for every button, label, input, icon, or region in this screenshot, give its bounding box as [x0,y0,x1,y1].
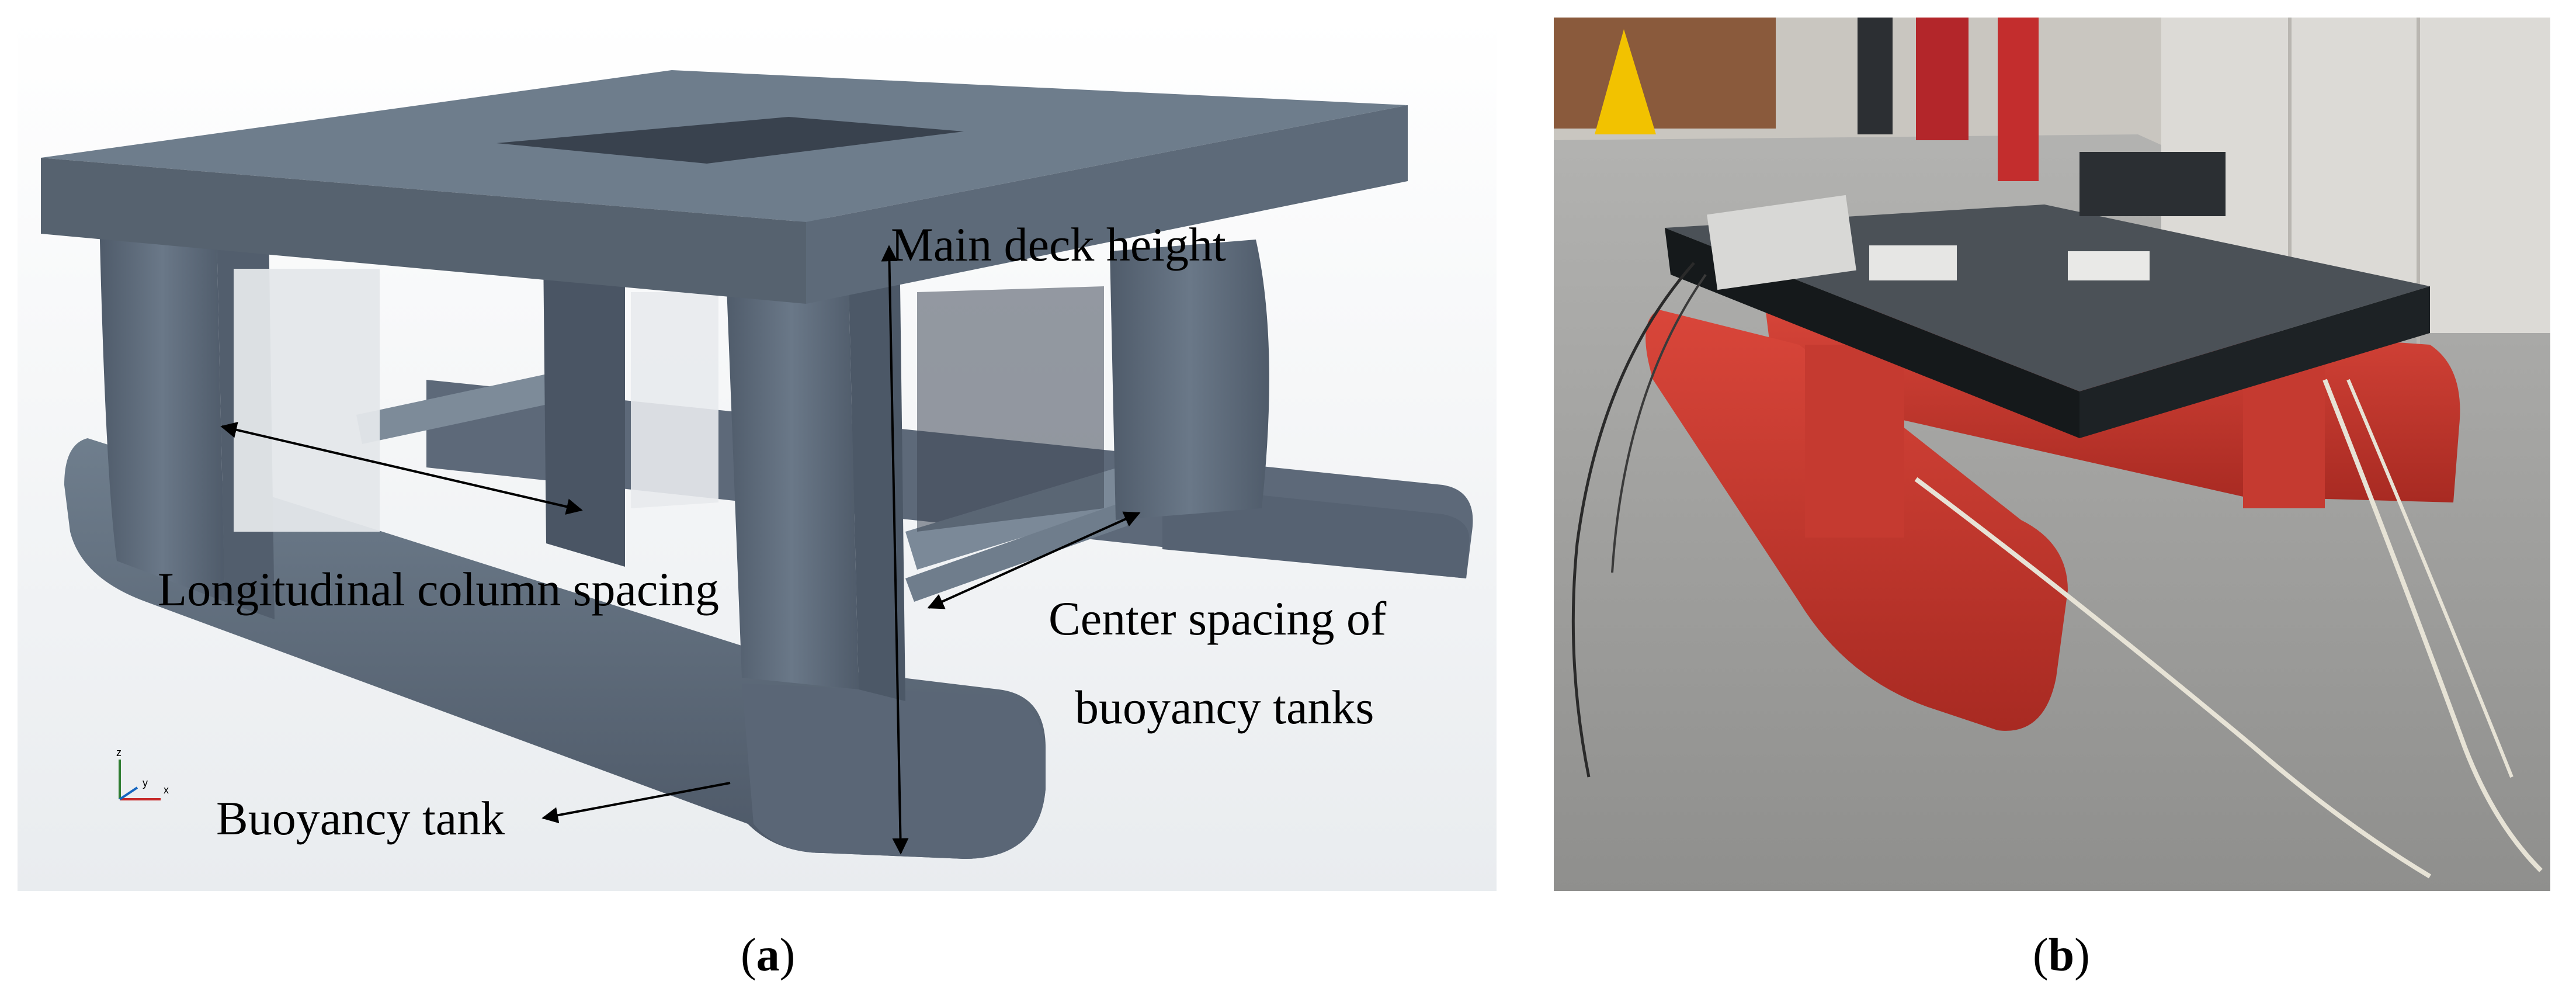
panel-b-physical-model-photo [1554,18,2550,891]
sensor-box [1707,195,1856,290]
platform-model-illustration: z y x [18,18,1497,891]
svg-text:x: x [164,784,169,796]
physical-model-illustration [1554,18,2550,891]
rear-right-column [1110,240,1269,520]
coordinate-axis-icon: z y x [116,747,169,800]
label-center-spacing-line2: buoyancy tanks [1075,681,1374,734]
center-spacing-arrow [927,511,1141,609]
deck-side-face [2079,286,2430,438]
red-stand-left [1916,18,1969,140]
main-deck-side-face [806,105,1408,304]
battery-pack [2079,152,2226,216]
caption-b: (b) [2033,930,2090,981]
rear-left-column [543,251,625,567]
caption-a: (a) [741,930,796,981]
front-left-column [99,210,225,602]
buoyancy-tank-arrow [541,782,731,824]
deck-top [1665,204,2430,391]
rope [1914,477,2432,879]
svg-text:y: y [143,777,148,789]
label-buoyancy-tank: Buoyancy tank [216,792,505,845]
svg-text:z: z [116,747,121,758]
main-deck-front-face [41,158,806,304]
main-deck-height-arrow [881,245,909,855]
red-column-front [1805,345,1904,538]
label-main-deck-height: Main deck height [891,218,1226,271]
red-stand-right [1998,18,2039,181]
front-right-column [724,216,859,689]
deck-center-opening [497,117,964,164]
device-white [1869,245,1957,280]
longitudinal-spacing-arrow [220,422,583,515]
wet-floor-sign [1595,29,1656,134]
label-center-spacing-line1: Center spacing of [1049,592,1387,645]
wooden-door [1554,18,1776,129]
device-right [2068,251,2150,280]
panel-a-model-render: z y x Main deck height Longitudinal colu… [18,18,1497,891]
label-longitudinal-column-spacing: Longitudinal column spacing [158,563,720,616]
